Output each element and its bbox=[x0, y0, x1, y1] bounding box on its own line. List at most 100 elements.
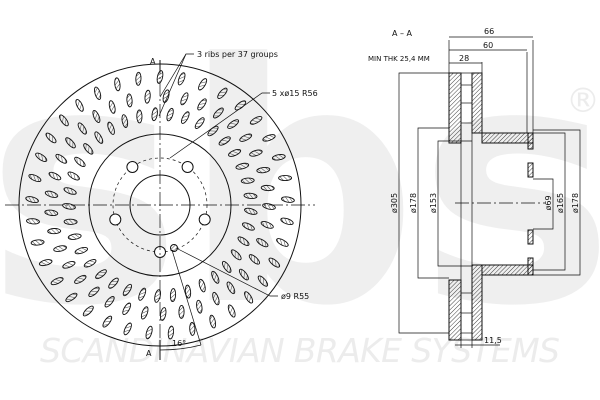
vent-rib bbox=[108, 277, 119, 289]
hat-bottom-flange bbox=[481, 264, 534, 276]
vent-rib bbox=[48, 171, 62, 181]
vent-rib bbox=[181, 111, 190, 124]
vent-rib bbox=[209, 314, 217, 329]
vent-rib bbox=[159, 307, 167, 321]
vent-rib bbox=[135, 71, 142, 86]
vent-rib bbox=[281, 196, 295, 203]
vent-rib bbox=[218, 136, 231, 146]
vent-rib bbox=[121, 114, 129, 128]
vent-rib bbox=[243, 192, 258, 200]
vent-rib bbox=[268, 257, 281, 268]
vent-rib bbox=[63, 218, 78, 225]
vent-rib bbox=[82, 305, 94, 317]
hat-wall-top bbox=[527, 132, 534, 150]
vent-rib bbox=[26, 218, 40, 225]
vent-rib bbox=[63, 187, 77, 195]
vent-rib bbox=[280, 217, 294, 226]
vent-rib bbox=[83, 143, 94, 155]
vent-rib bbox=[102, 315, 113, 328]
vent-rib bbox=[44, 190, 59, 198]
vent-rib bbox=[189, 321, 196, 336]
vent-rib bbox=[65, 292, 78, 303]
vent-rib bbox=[35, 152, 48, 162]
hat-wall-mid-bottom bbox=[527, 229, 534, 245]
vent-rib bbox=[30, 239, 45, 246]
vent-rib bbox=[122, 302, 132, 316]
vent-rib bbox=[213, 107, 224, 119]
vent-rib bbox=[74, 156, 86, 167]
vent-rib bbox=[221, 260, 232, 273]
ribs-note: 3 ribs per 37 groups bbox=[197, 50, 278, 59]
vent-rib bbox=[217, 87, 228, 99]
hat-wall-bottom bbox=[527, 257, 534, 276]
bolt-hole bbox=[109, 213, 122, 226]
vent-rib bbox=[144, 89, 151, 104]
vent-rib bbox=[198, 78, 208, 91]
vent-rib bbox=[151, 107, 158, 122]
dim-178-right: ø178 bbox=[571, 193, 580, 213]
vent-rib bbox=[138, 287, 147, 301]
dim-28: 28 bbox=[459, 54, 469, 63]
vent-rib bbox=[53, 245, 67, 252]
vent-rib bbox=[123, 322, 132, 336]
vent-rib bbox=[67, 233, 82, 240]
dim-178-left: ø178 bbox=[409, 193, 418, 213]
vent-rib bbox=[107, 121, 115, 135]
vent-rib bbox=[184, 284, 192, 299]
vent-rib bbox=[237, 236, 250, 246]
vent-rib bbox=[260, 220, 274, 229]
vent-rib bbox=[227, 304, 236, 318]
section-marker-bottom: A bbox=[146, 349, 152, 358]
vent-rib bbox=[95, 269, 107, 280]
front-view: A A 3 ribs per 37 groups 5 xø15 R56 ø9 R… bbox=[5, 50, 318, 360]
vent-rib bbox=[228, 148, 242, 157]
vent-rib bbox=[122, 283, 133, 297]
vent-rib bbox=[45, 132, 57, 144]
vent-rib bbox=[74, 246, 88, 255]
vent-rib bbox=[28, 173, 42, 183]
vent-rib bbox=[44, 209, 59, 216]
vent-rib bbox=[59, 114, 69, 127]
outer-plate-bottom bbox=[448, 279, 462, 341]
small-hole-leader bbox=[177, 248, 278, 297]
vent-rib bbox=[235, 162, 250, 170]
vent-rib bbox=[94, 131, 104, 144]
vent-rib bbox=[180, 92, 189, 106]
vent-rib bbox=[38, 259, 53, 267]
vent-ribs bbox=[25, 70, 295, 340]
vent-rib bbox=[77, 122, 87, 135]
bolt-leader bbox=[169, 92, 270, 159]
inner-plate-top bbox=[471, 72, 483, 134]
ribs-leader-2 bbox=[158, 53, 187, 117]
vent-rib bbox=[278, 174, 293, 182]
locating-hole bbox=[170, 244, 178, 252]
vent-rib bbox=[47, 228, 62, 235]
bolt-hole bbox=[181, 161, 194, 173]
angle-arc bbox=[159, 344, 202, 351]
dim-66: 66 bbox=[484, 27, 494, 36]
vent-rib bbox=[162, 89, 170, 103]
angle-ray bbox=[171, 249, 202, 346]
vent-rib bbox=[108, 100, 116, 114]
vent-rib bbox=[256, 238, 269, 248]
vent-rib bbox=[230, 249, 242, 261]
vent-rib bbox=[136, 109, 143, 124]
inner-plate-bottom bbox=[471, 264, 483, 341]
vent-rib bbox=[140, 306, 149, 320]
section-title: A – A bbox=[392, 29, 413, 38]
vent-rib bbox=[65, 137, 76, 149]
vent-rib bbox=[249, 149, 263, 157]
hat-top-flange bbox=[481, 132, 534, 144]
vent-rib bbox=[167, 325, 175, 340]
vent-rib bbox=[92, 110, 101, 123]
vent-rib bbox=[244, 291, 254, 304]
dim-11-5: 11,5 bbox=[484, 336, 502, 345]
vent-rib bbox=[241, 222, 255, 231]
vent-rib bbox=[239, 133, 253, 142]
vent-rib bbox=[154, 289, 161, 303]
vent-rib bbox=[75, 99, 84, 112]
vent-rib bbox=[67, 171, 80, 181]
vent-rib bbox=[25, 196, 39, 204]
vent-rib bbox=[260, 184, 275, 192]
